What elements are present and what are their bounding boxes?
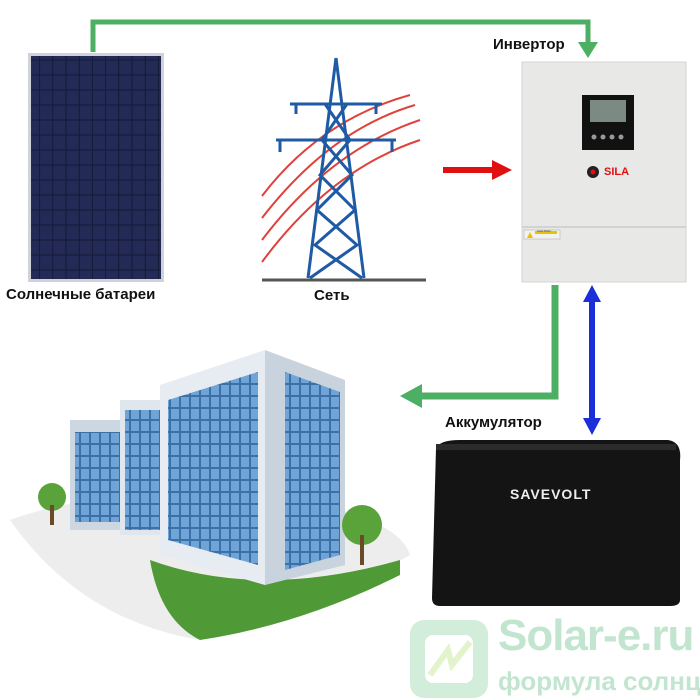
inverter-to-building-arrow [400, 285, 559, 408]
battery-device [432, 440, 681, 606]
battery-brand: SAVEVOLT [510, 486, 592, 502]
watermark-tagline: формула солнца [498, 666, 700, 696]
inverter-device [521, 61, 687, 283]
watermark-site: Solar-e.ru [498, 611, 694, 660]
battery-label: Аккумулятор [445, 414, 542, 431]
power-tower-icon [258, 50, 430, 282]
grid-label: Сеть [314, 287, 350, 304]
solar-panel [28, 53, 164, 282]
solar-panel-label: Солнечные батареи [6, 286, 156, 303]
watermark-logo [410, 620, 488, 698]
caution-sticker: CAUTION [537, 229, 551, 233]
inverter-battery-arrow [583, 285, 601, 435]
office-building [10, 350, 410, 640]
grid-to-inverter-arrow [443, 160, 512, 180]
inverter-label: Инвертор [493, 36, 565, 53]
inverter-brand: SILA [604, 166, 630, 178]
solar-to-inverter-arrow [90, 19, 598, 58]
